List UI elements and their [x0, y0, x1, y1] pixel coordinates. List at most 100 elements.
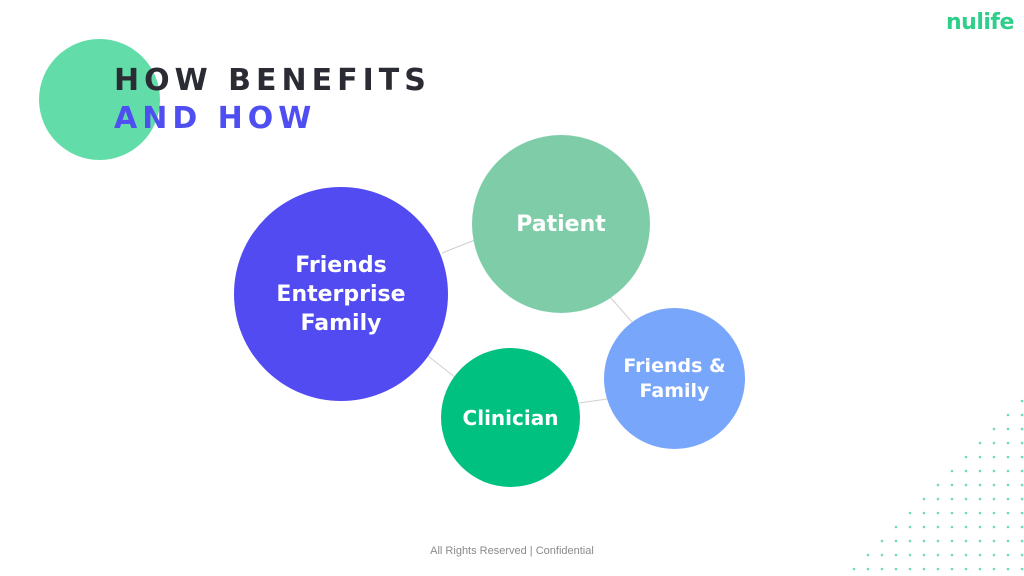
pattern-dot	[936, 539, 940, 543]
pattern-dot	[1020, 511, 1024, 515]
pattern-dot	[1020, 497, 1024, 501]
node-label: Patient	[516, 211, 606, 237]
node-patient: Patient	[472, 135, 650, 313]
pattern-dot	[950, 525, 954, 529]
pattern-dot	[1006, 525, 1010, 529]
pattern-dot	[978, 553, 982, 557]
pattern-dot	[978, 567, 982, 571]
pattern-dot	[992, 455, 996, 459]
pattern-dot	[1006, 567, 1010, 571]
pattern-dot	[992, 441, 996, 445]
pattern-dot	[950, 511, 954, 515]
pattern-dot	[1020, 553, 1024, 557]
pattern-dot	[950, 469, 954, 473]
pattern-dot	[978, 455, 982, 459]
title-line-2: AND HOW	[114, 101, 317, 136]
pattern-dot	[964, 525, 968, 529]
pattern-dot	[950, 483, 954, 487]
pattern-dot	[950, 553, 954, 557]
pattern-dot	[880, 553, 884, 557]
pattern-dot	[1020, 539, 1024, 543]
pattern-dot	[908, 525, 912, 529]
pattern-dot	[992, 427, 996, 431]
pattern-dot	[964, 483, 968, 487]
pattern-dot	[866, 553, 870, 557]
decorative-circle	[39, 39, 160, 160]
pattern-dot	[978, 511, 982, 515]
pattern-dot	[1020, 525, 1024, 529]
pattern-dot	[1006, 553, 1010, 557]
pattern-dot	[978, 441, 982, 445]
pattern-dot	[992, 497, 996, 501]
pattern-dot	[894, 525, 898, 529]
pattern-dot	[992, 511, 996, 515]
pattern-dot	[950, 497, 954, 501]
pattern-dot	[922, 567, 926, 571]
pattern-dot	[908, 511, 912, 515]
pattern-dot	[978, 497, 982, 501]
pattern-dot	[964, 497, 968, 501]
pattern-dot	[1020, 399, 1024, 403]
pattern-dot	[1006, 413, 1010, 417]
pattern-dot	[852, 567, 856, 571]
pattern-dot	[1020, 427, 1024, 431]
pattern-dot	[1020, 441, 1024, 445]
title-line-1: HOW BENEFITS	[114, 63, 431, 98]
pattern-dot	[866, 567, 870, 571]
pattern-dot	[936, 511, 940, 515]
pattern-dot	[936, 497, 940, 501]
pattern-dot	[936, 567, 940, 571]
pattern-dot	[894, 553, 898, 557]
pattern-dot	[964, 455, 968, 459]
nulife-logo: nulife	[946, 10, 1014, 35]
pattern-dot	[922, 497, 926, 501]
node-label: Friends Enterprise Family	[276, 252, 406, 336]
pattern-dot	[978, 483, 982, 487]
connector-patient-friends-family	[609, 296, 633, 323]
node-clinician: Clinician	[441, 348, 580, 487]
page-title: HOW BENEFITS AND HOW	[114, 62, 431, 138]
pattern-dot	[992, 469, 996, 473]
pattern-dot	[880, 539, 884, 543]
pattern-dot	[894, 539, 898, 543]
pattern-dot	[1020, 469, 1024, 473]
pattern-dot	[1006, 497, 1010, 501]
pattern-dot	[1020, 413, 1024, 417]
pattern-dot	[908, 567, 912, 571]
pattern-dot	[936, 525, 940, 529]
pattern-dot	[1006, 539, 1010, 543]
pattern-dot	[922, 539, 926, 543]
pattern-dot	[922, 525, 926, 529]
node-friends-family: Friends & Family	[604, 308, 745, 449]
node-label: Clinician	[462, 405, 559, 430]
pattern-dot	[978, 469, 982, 473]
decorative-dot-pattern	[852, 399, 1024, 571]
pattern-dot	[964, 469, 968, 473]
pattern-dot	[964, 567, 968, 571]
pattern-dot	[1020, 567, 1024, 571]
pattern-dot	[992, 567, 996, 571]
node-friends-enterprise-family: Friends Enterprise Family	[234, 187, 448, 401]
pattern-dot	[922, 553, 926, 557]
pattern-dot	[880, 567, 884, 571]
pattern-dot	[950, 539, 954, 543]
pattern-dot	[964, 539, 968, 543]
pattern-dot	[1020, 483, 1024, 487]
pattern-dot	[964, 553, 968, 557]
pattern-dot	[978, 525, 982, 529]
pattern-dot	[908, 553, 912, 557]
pattern-dot	[1006, 427, 1010, 431]
pattern-dot	[936, 483, 940, 487]
pattern-dot	[1006, 483, 1010, 487]
pattern-dot	[908, 539, 912, 543]
connector-clinician-friends-family	[578, 398, 608, 404]
pattern-dot	[964, 511, 968, 515]
pattern-dot	[1006, 469, 1010, 473]
pattern-dot	[992, 525, 996, 529]
pattern-dot	[1006, 511, 1010, 515]
pattern-dot	[978, 539, 982, 543]
pattern-dot	[950, 567, 954, 571]
pattern-dot	[936, 553, 940, 557]
connector-enterprise-clinician	[427, 355, 457, 379]
